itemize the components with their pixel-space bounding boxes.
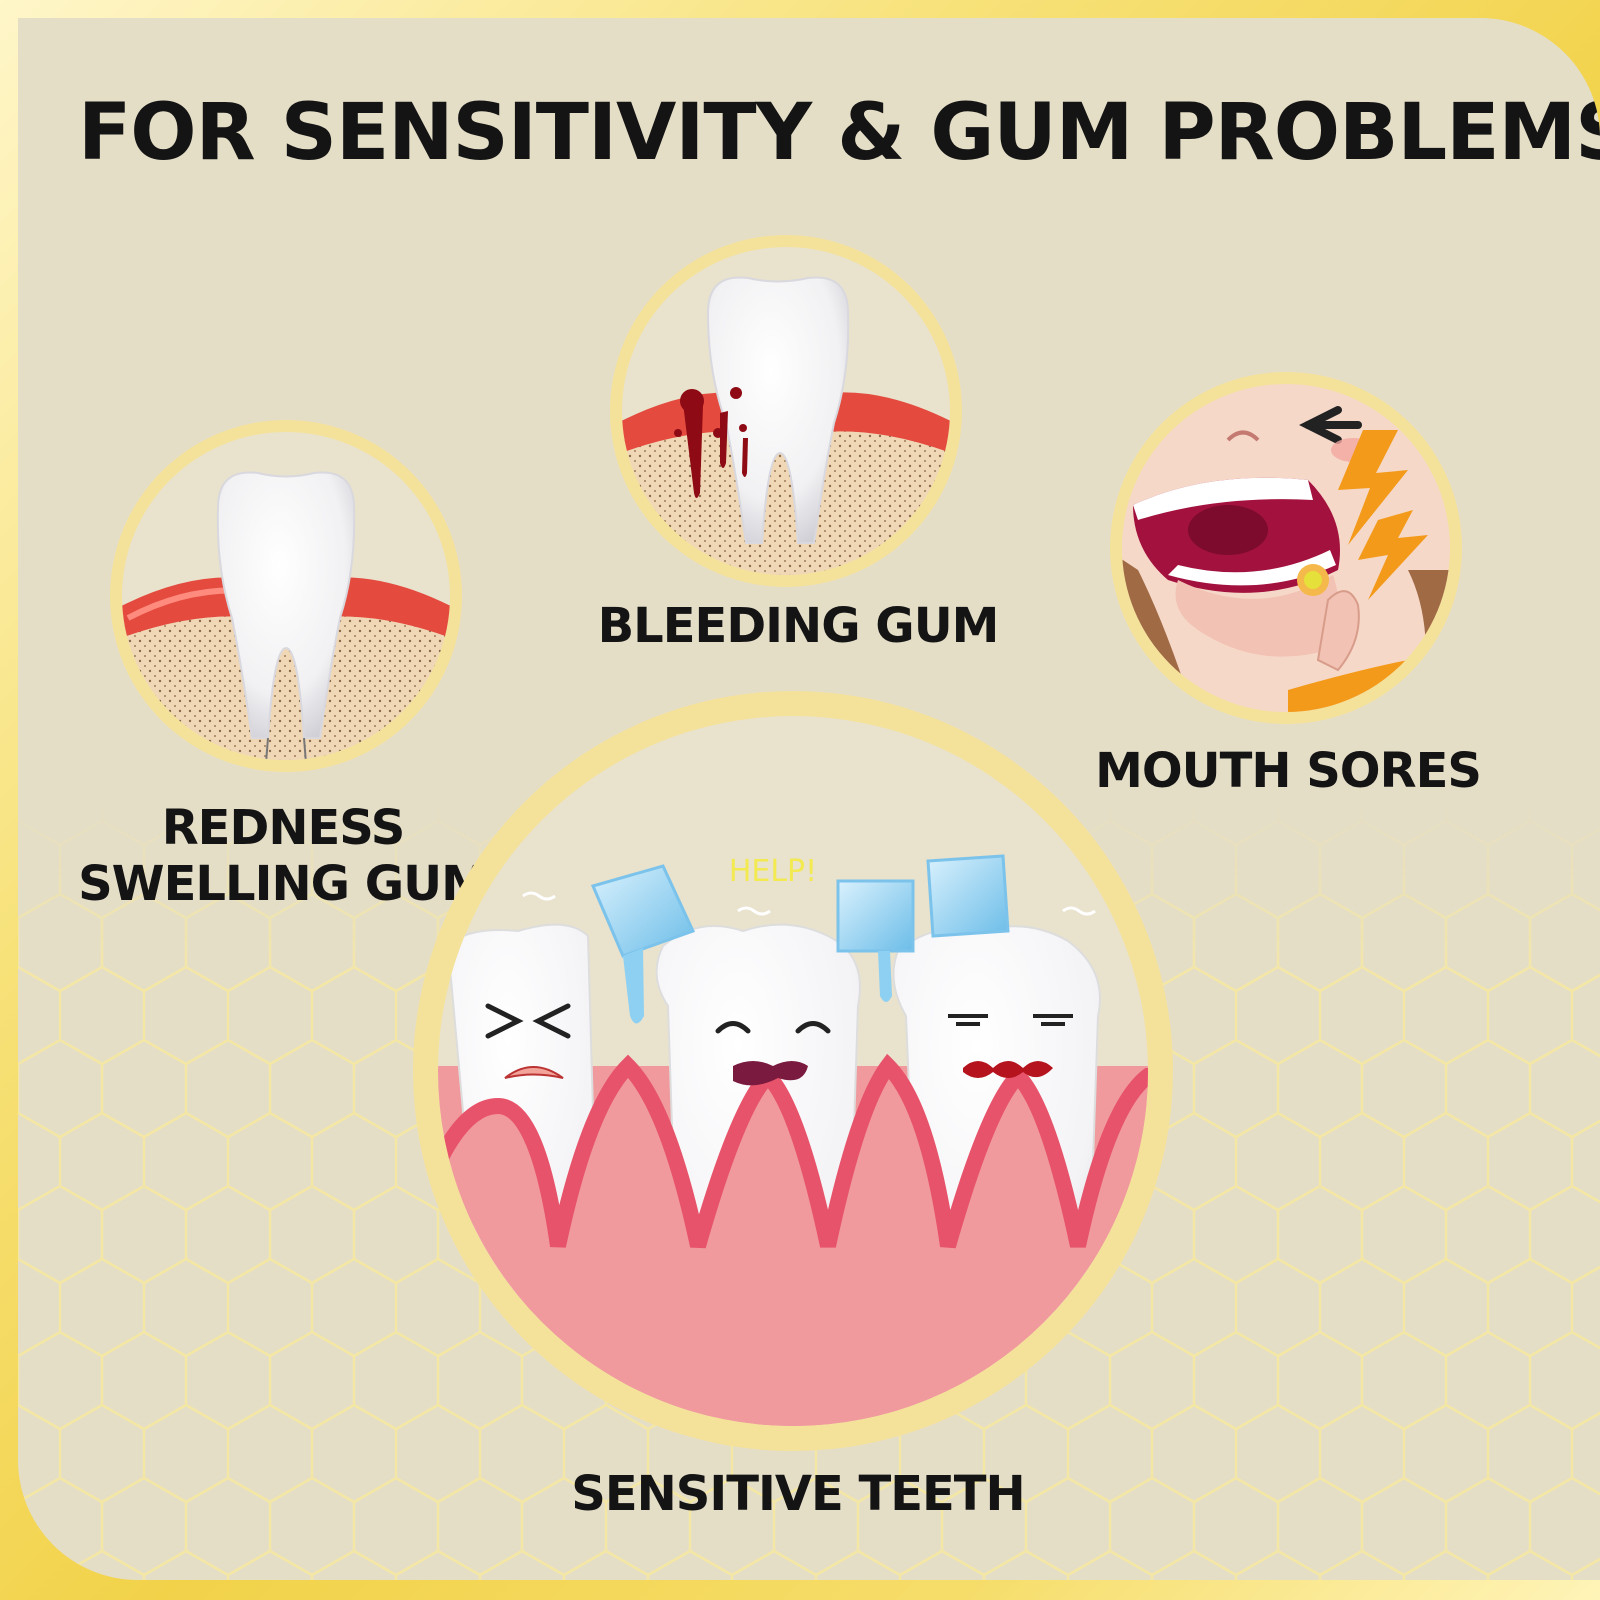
redness-swelling-gum-illustration <box>108 418 464 774</box>
poster-card: FOR SENSITIVITY & GUM PROBLEMS <box>18 18 1600 1580</box>
headline: FOR SENSITIVITY & GUM PROBLEMS <box>78 88 1600 178</box>
sensitive-teeth-line-1: SENSITIVE TEETH <box>571 1466 1025 1522</box>
mouth-sores-line-1: MOUTH SORES <box>1095 743 1482 799</box>
bleeding-gum-illustration <box>608 233 964 589</box>
sensitive-teeth-label: SENSITIVE TEETH <box>528 1466 1068 1522</box>
sensitive-teeth-illustration: HELP! <box>408 686 1178 1456</box>
bleeding-gum-label: BLEEDING GUM <box>578 598 1018 654</box>
bleeding-gum-line-1: BLEEDING GUM <box>597 598 1000 654</box>
mouth-sores-label: MOUTH SORES <box>1083 743 1493 799</box>
redness-swelling-gum-line-1: REDNESS <box>161 800 406 856</box>
mouth-sores-illustration <box>1108 370 1464 726</box>
help-text: HELP! <box>729 854 817 889</box>
redness-swelling-gum-line-2: SWELLING GUM <box>78 856 489 912</box>
redness-swelling-gum-label: REDNESS SWELLING GUM <box>68 800 498 912</box>
